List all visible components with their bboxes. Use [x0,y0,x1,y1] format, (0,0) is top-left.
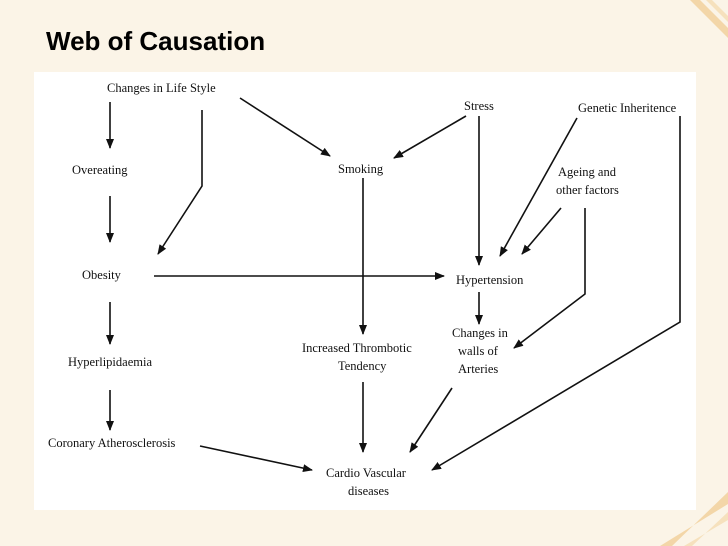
node-ageing-line2: other factors [556,183,619,197]
node-arteries-line2: walls of [458,344,499,358]
arrow-genetic-hypertension [499,117,578,257]
arrow-lifestyle-smoking [239,97,331,157]
node-cvd-line1: Cardio Vascular [326,466,407,480]
node-hyperlipidaemia: Hyperlipidaemia [68,355,152,369]
node-lifestyle: Changes in Life Style [107,81,216,95]
node-obesity: Obesity [82,268,122,282]
top-right-stripes [690,0,728,38]
node-smoking: Smoking [338,162,384,176]
node-thrombotic-line2: Tendency [338,359,387,373]
node-arteries-line1: Changes in [452,326,509,340]
stripe [706,0,728,22]
slide-title: Web of Causation [46,26,266,56]
node-cvd-line2: diseases [348,484,389,498]
node-overeating: Overeating [72,163,128,177]
node-stress: Stress [464,99,494,113]
diagram-panel: Changes in Life Style Stress Genetic Inh… [34,72,696,510]
node-thrombotic-line1: Increased Thrombotic [302,341,412,355]
arrow-lifestyle-obesity [157,110,203,255]
arrow-arteries-cvd [409,387,453,453]
arrow-stress-smoking [393,115,467,159]
arrow-genetic-cvd [431,116,681,471]
stripe [690,0,728,38]
causation-diagram: Changes in Life Style Stress Genetic Inh… [48,81,681,498]
node-hypertension: Hypertension [456,273,524,287]
arrow-ageing-arteries [513,208,586,349]
node-ageing-line1: Ageing and [558,165,617,179]
node-atherosclerosis: Coronary Atherosclerosis [48,436,176,450]
arrow-ageing-hypertension [521,207,562,255]
node-arteries-line3: Arteries [458,362,498,376]
node-genetic: Genetic Inheritence [578,101,677,115]
arrow-atherosclerosis-cvd [199,445,313,473]
